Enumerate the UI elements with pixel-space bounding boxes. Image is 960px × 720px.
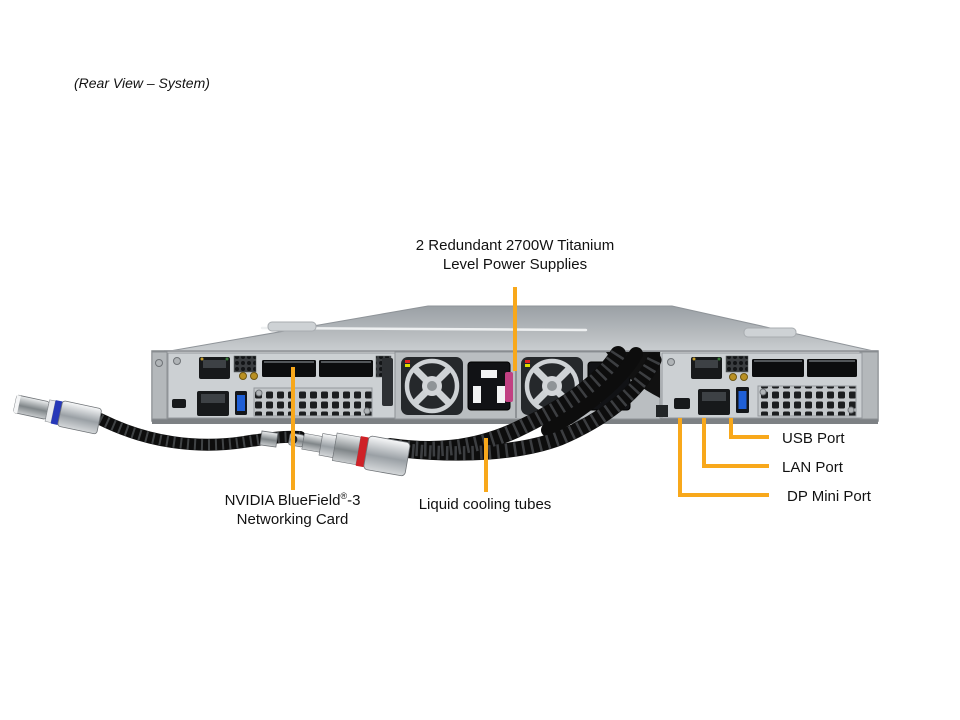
lan-port [698, 389, 730, 415]
callout-usb-port: USB Port [782, 430, 845, 447]
usb-port [235, 391, 247, 415]
rj45-port [199, 357, 230, 379]
coax-connector [740, 373, 748, 381]
vent-hex [725, 355, 749, 373]
left-networking-card [167, 352, 396, 419]
screw [255, 389, 263, 397]
networking-card-line2: Networking Card [236, 511, 349, 528]
dp-mini-port [674, 398, 690, 409]
qsfp-port [807, 359, 857, 377]
callout-lan-port: LAN Port [782, 459, 843, 476]
screw [363, 407, 371, 415]
coax-connector [729, 373, 737, 381]
vent-hex [233, 355, 257, 373]
qsfp-port [752, 359, 804, 377]
psu-fan [404, 358, 460, 414]
screw [667, 358, 675, 366]
lid-latch-right [743, 327, 797, 338]
usb-port [736, 387, 749, 413]
rj45-port [197, 391, 229, 416]
callout-networking-card: NVIDIA BlueField®-3 Networking Card [185, 491, 400, 529]
vent-grid [757, 385, 857, 417]
quick-disconnect-blue [13, 394, 102, 435]
networking-card-line1: NVIDIA BlueField®-3 [185, 491, 400, 510]
callout-line-dp-mini [678, 418, 769, 497]
callout-liquid-cooling: Liquid cooling tubes [418, 496, 552, 513]
qsfp-port [262, 360, 316, 377]
latch [382, 358, 393, 406]
callout-dp-mini-port: DP Mini Port [787, 488, 871, 505]
psu-1 [401, 357, 513, 415]
registered-mark: ® [340, 491, 348, 501]
screw [155, 359, 163, 367]
screw [847, 406, 855, 414]
callout-line-usb [729, 418, 769, 439]
qsfp-port [319, 360, 373, 377]
psu-release-tab [505, 372, 513, 402]
rj45-port [691, 357, 722, 379]
callout-lines [291, 287, 769, 497]
power-label-line1: 2 Redundant 2700W Titanium [415, 237, 615, 254]
networking-card-suffix: -3 [347, 492, 361, 509]
ac-inlet [467, 361, 511, 411]
coax-connector [239, 372, 247, 380]
lid-latch-left [267, 321, 317, 332]
liquid-cooling-tubes [13, 346, 662, 477]
mini-dp-port [172, 399, 186, 408]
power-label-line2: Level Power Supplies [442, 256, 588, 273]
coax-connector [250, 372, 258, 380]
callout-line-lan [702, 418, 769, 468]
panel-slot [656, 405, 668, 417]
figure-title: (Rear View – System) [74, 75, 210, 91]
tube-band [259, 430, 279, 448]
right-networking-card [661, 352, 863, 419]
psu-fan [524, 358, 580, 414]
screw [173, 357, 181, 365]
vent-grid [253, 387, 373, 417]
chassis-lid [163, 305, 879, 353]
callout-power-supplies: 2 Redundant 2700W Titanium Level Power S… [355, 236, 675, 274]
quick-disconnect-red [288, 432, 411, 477]
screw [759, 388, 767, 396]
networking-card-name: NVIDIA BlueField [224, 492, 341, 509]
